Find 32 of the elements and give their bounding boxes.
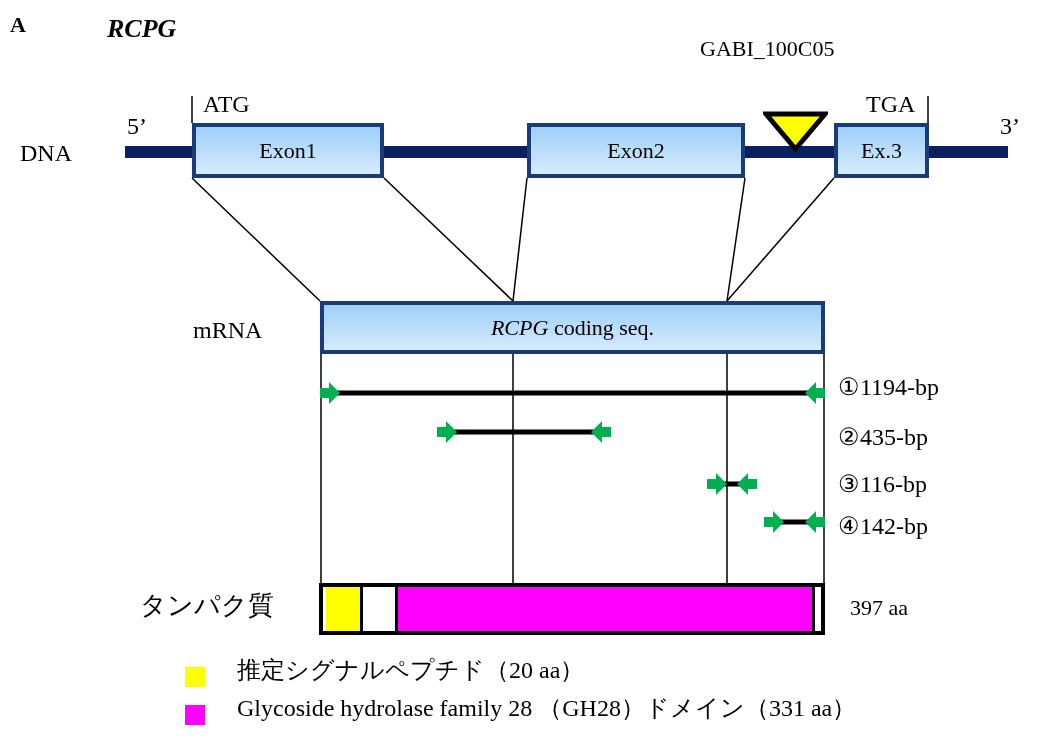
insertion-line-label: GABI_100C05: [700, 38, 835, 60]
mrna-box: RCPG coding seq.: [320, 301, 825, 354]
connector-line: [383, 177, 514, 302]
amplicon-size-label: ④142-bp: [838, 514, 928, 538]
legend-text: 推定シグナルペプチド（20 aa）: [237, 658, 585, 682]
amplicon-size-label: ②435-bp: [838, 425, 928, 449]
connector-line: [512, 353, 514, 584]
amplicon-size-label: ③116-bp: [838, 472, 928, 496]
amplicon-size-label: ①1194-bp: [838, 375, 940, 399]
protein-bar: [319, 583, 825, 635]
connector-line: [726, 177, 746, 302]
protein-label: タンパク質: [140, 593, 274, 619]
exon-box: Exon1: [192, 123, 384, 178]
connector-line: [823, 353, 825, 584]
five-prime-label: 5’: [127, 114, 147, 138]
insertion-triangle: [763, 111, 828, 152]
connector-line: [191, 177, 321, 302]
connector-line: [726, 353, 728, 584]
stop-codon-label: TGA: [866, 92, 916, 116]
dna-label: DNA: [20, 141, 72, 165]
panel-letter: A: [10, 14, 26, 36]
protein-length-label: 397 aa: [850, 597, 909, 619]
gene-title: RCPG: [107, 16, 177, 42]
start-codon-label: ATG: [203, 92, 250, 116]
three-prime-label: 3’: [1000, 114, 1020, 138]
legend-text: Glycoside hydrolase family 28 （GH28）ドメイン（331 aa）: [237, 696, 857, 720]
connector-line: [726, 177, 835, 302]
connector-line: [512, 177, 528, 302]
mrna-label: mRNA: [193, 318, 263, 342]
connector-line: [320, 353, 322, 584]
exon-box: Exon2: [527, 123, 745, 178]
exon-box: Ex.3: [834, 123, 929, 178]
